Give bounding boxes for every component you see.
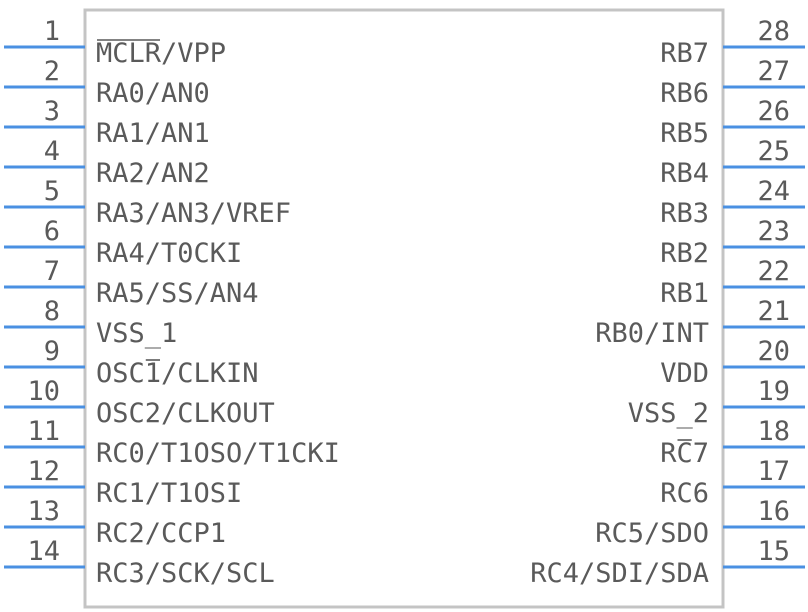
pin-number-18: 18 (757, 416, 790, 447)
pin-name-4: RA2/AN2 (96, 158, 210, 189)
pin-name-25: RB4 (660, 158, 709, 189)
pin-name-27: RB6 (660, 78, 709, 109)
pin-number-11: 11 (27, 416, 60, 447)
pin-number-16: 16 (757, 496, 790, 527)
pin-name-6: RA4/T0CKI (96, 238, 242, 269)
pin-number-23: 23 (757, 216, 790, 247)
pin-number-17: 17 (757, 456, 790, 487)
pin-number-4: 4 (44, 136, 60, 167)
pin-name-11: RC0/T1OSO/T1CKI (96, 438, 340, 469)
pin-number-9: 9 (44, 336, 60, 367)
pin-number-7: 7 (44, 256, 60, 287)
pin-number-24: 24 (757, 176, 790, 207)
pin-name-13: RC2/CCP1 (96, 518, 226, 549)
pin-number-20: 20 (757, 336, 790, 367)
pin-name-10: OSC2/CLKOUT (96, 398, 275, 429)
pin-name-2: RA0/AN0 (96, 78, 210, 109)
pin-number-19: 19 (757, 376, 790, 407)
pin-name-24: RB3 (660, 198, 709, 229)
pin-name-12: RC1/T1OSI (96, 478, 242, 509)
pin-name-22: RB1 (660, 278, 709, 309)
pin-name-19: VSS_2 (628, 398, 709, 429)
pin-number-25: 25 (757, 136, 790, 167)
pin-name-9: OSC1/CLKIN (96, 358, 259, 389)
pin-number-14: 14 (27, 536, 60, 567)
pin-name-5: RA3/AN3/VREF (96, 198, 291, 229)
pin-number-21: 21 (757, 296, 790, 327)
pin-number-6: 6 (44, 216, 60, 247)
pin-number-26: 26 (757, 96, 790, 127)
pin-number-1: 1 (44, 16, 60, 47)
pin-number-5: 5 (44, 176, 60, 207)
pin-name-8: VSS_1 (96, 318, 177, 349)
pin-name-3: RA1/AN1 (96, 118, 210, 149)
pin-name-26: RB5 (660, 118, 709, 149)
ic-body (83, 8, 725, 609)
pin-number-22: 22 (757, 256, 790, 287)
pin-name-28: RB7 (660, 38, 709, 69)
pin-number-12: 12 (27, 456, 60, 487)
pin-name-15: RC4/SDI/SDA (530, 558, 709, 589)
pin-number-13: 13 (27, 496, 60, 527)
pin-name-23: RB2 (660, 238, 709, 269)
pin-number-2: 2 (44, 56, 60, 87)
pin-name-18: RC7 (660, 438, 709, 469)
pin-number-28: 28 (757, 16, 790, 47)
pin-number-10: 10 (27, 376, 60, 407)
pin-name-21: RB0/INT (595, 318, 709, 349)
pin-name-7: RA5/SS/AN4 (96, 278, 259, 309)
pin-name-16: RC5/SDO (595, 518, 709, 549)
pin-number-8: 8 (44, 296, 60, 327)
pin-name-1: MCLR/VPP (96, 38, 226, 69)
pin-name-20: VDD (660, 358, 709, 389)
pin-number-3: 3 (44, 96, 60, 127)
pin-name-14: RC3/SCK/SCL (96, 558, 275, 589)
pin-name-17: RC6 (660, 478, 709, 509)
pin-number-27: 27 (757, 56, 790, 87)
pin-number-15: 15 (757, 536, 790, 567)
